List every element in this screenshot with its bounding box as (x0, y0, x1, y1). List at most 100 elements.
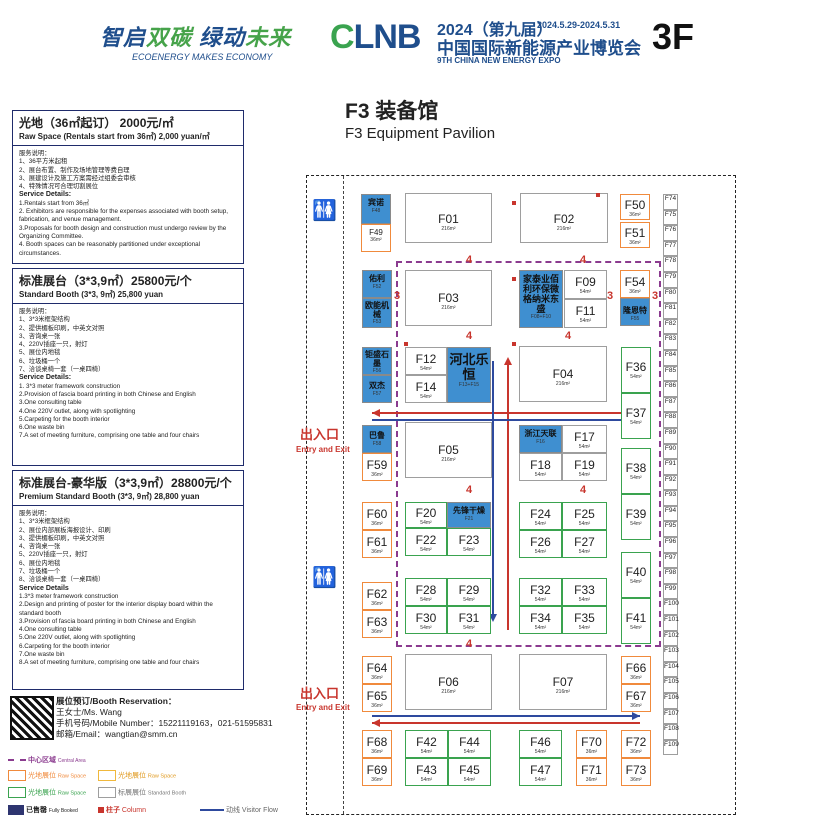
booth-F87[interactable]: F87 (663, 396, 678, 413)
booth-F99[interactable]: F99 (663, 583, 678, 600)
booth-F108[interactable]: F108 (663, 724, 679, 740)
booth-F95[interactable]: F95 (663, 521, 678, 538)
booth-F109[interactable]: F109 (663, 739, 679, 756)
booth-F86[interactable]: F86 (663, 381, 678, 397)
booth-F89[interactable]: F89 (663, 427, 678, 444)
booth-F75[interactable]: F75 (663, 209, 678, 226)
booth-F76[interactable]: F76 (663, 225, 678, 241)
booth-F90[interactable]: F90 (663, 443, 678, 460)
booth-F81[interactable]: F81 (663, 303, 678, 319)
booth-F74[interactable]: F74 (663, 194, 678, 210)
booth-F97[interactable]: F97 (663, 552, 678, 569)
booth-F80[interactable]: F80 (663, 287, 678, 304)
booth-F82[interactable]: F82 (663, 318, 678, 335)
booth-F92[interactable]: F92 (663, 474, 678, 491)
booth-F104[interactable]: F104 (663, 661, 679, 678)
booth-F78[interactable]: F78 (663, 256, 678, 272)
booth-F83[interactable]: F83 (663, 334, 678, 350)
booth-F96[interactable]: F96 (663, 537, 678, 553)
booth-F107[interactable]: F107 (663, 708, 679, 725)
booth-F106[interactable]: F106 (663, 693, 679, 709)
booth-F93[interactable]: F93 (663, 490, 678, 506)
booth-F84[interactable]: F84 (663, 349, 678, 366)
booth-F100[interactable]: F100 (663, 599, 679, 616)
booth-F98[interactable]: F98 (663, 568, 678, 584)
booth-F77[interactable]: F77 (663, 240, 678, 257)
booth-F103[interactable]: F103 (663, 646, 679, 662)
booth-F88[interactable]: F88 (663, 412, 678, 428)
booth-F102[interactable]: F102 (663, 630, 679, 647)
booth-F79[interactable]: F79 (663, 271, 678, 288)
booth-F105[interactable]: F105 (663, 677, 679, 693)
booth-F91[interactable]: F91 (663, 459, 678, 475)
